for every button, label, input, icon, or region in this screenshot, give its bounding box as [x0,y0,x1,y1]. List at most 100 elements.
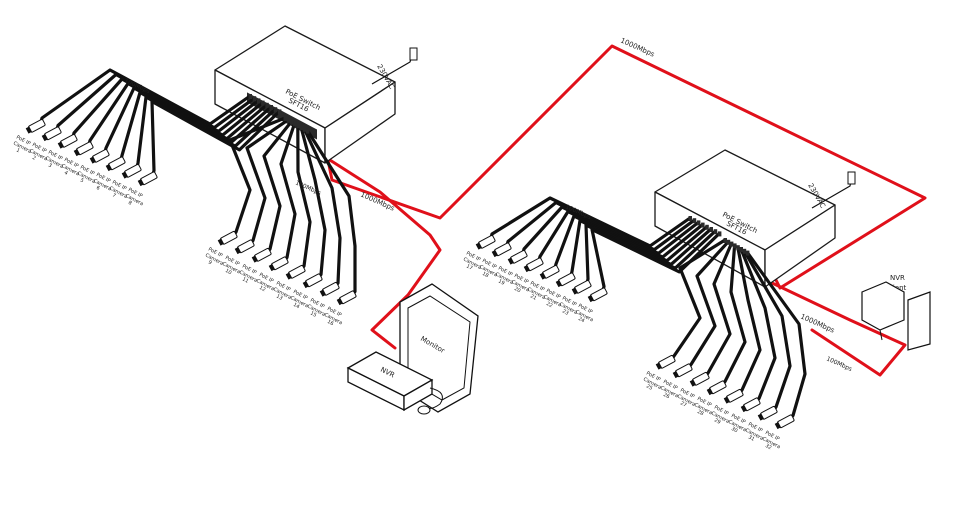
ip-camera [121,163,142,179]
nvr-client-pc: NVR Client [861,274,931,351]
switch-port [745,250,750,256]
switch-port [269,105,273,110]
switch-port [252,96,257,102]
client-label-1: NVR [890,274,905,282]
ip-camera [217,230,238,246]
ip-camera [740,397,761,413]
ip-camera [539,264,560,280]
pc-monitor-icon [861,281,905,331]
ip-camera [137,171,158,187]
ip-camera [302,273,323,289]
camera-number: 32 [764,443,772,451]
ip-camera [757,405,778,421]
ip-camera [555,272,576,288]
camera-number: 19 [497,278,505,286]
camera-lens-icon [137,178,145,187]
camera-lens-icon [41,133,49,142]
switch-port [265,102,269,108]
cam-speed-label-4: 100Mbps [825,355,853,373]
camera-lens-icon [507,257,515,265]
uplink-cables [320,44,927,377]
camera-number: 11 [241,276,249,284]
ip-camera [774,414,795,430]
camera-lens-icon [774,421,782,430]
camera-number: 1 [15,147,21,154]
camera-lens-icon [655,362,663,370]
switch1-power-plug [409,47,418,61]
switch-port [293,121,297,127]
camera-lens-icon [523,264,531,273]
switch-port [261,100,265,106]
switch-port [256,98,261,104]
camera-number: 2 [31,155,37,162]
switch2-power-plug [847,171,856,185]
switch1-nvr-cable [320,153,442,350]
camera-lens-icon [285,272,293,280]
ip-camera [89,148,110,164]
camera-lens-icon [57,141,65,149]
camera-lens-icon [491,249,499,258]
camera-lens-icon [757,413,765,421]
switch-port [701,222,705,228]
camera-lens-icon [121,171,129,179]
inter-switch-cable [324,44,927,290]
camera-number: 4 [63,170,69,177]
ip-camera [655,354,676,370]
camera-number: 5 [79,177,85,184]
ip-camera [706,380,727,396]
cam-speed-label-2: 100Mbps [294,179,322,197]
camera-number: 6 [95,185,101,192]
switch-port [726,239,731,245]
camera-lens-icon [587,294,595,303]
camera-lens-icon [740,404,748,413]
switch-port [305,128,310,134]
nvr-device: NVR [346,351,443,415]
camera-lens-icon [672,370,680,379]
camera-lens-icon [689,379,697,387]
camera-lens-icon [25,126,33,134]
camera-lens-icon [319,289,327,297]
switch-port [289,119,294,125]
ip-camera [723,388,744,404]
camera-lens-icon [268,263,276,272]
ip-camera [73,141,94,157]
switch-port [739,247,743,252]
camera-number: 10 [224,268,232,276]
switch-port [283,116,287,121]
camera-number: 14 [292,302,300,310]
camera-number: 15 [309,310,317,318]
camera-number: 3 [47,162,53,169]
camera-number: 13 [275,293,283,301]
switch-port [296,123,300,129]
ip-camera [25,118,46,134]
ip-camera [571,279,592,295]
ip-camera [285,264,306,280]
camera-number: 25 [645,383,653,391]
ip-camera [475,234,496,250]
camera-number: 18 [481,271,489,279]
switch-port [733,243,737,249]
ip-camera [689,371,710,387]
camera-number: 20 [513,286,521,294]
switch-port [723,238,727,243]
camera-number: 7 [111,192,117,199]
camera-number: 27 [679,400,687,408]
camera-lens-icon [475,242,483,250]
camera-number: 24 [577,316,585,324]
ip-camera [57,133,78,149]
camera-number: 8 [127,200,133,207]
ip-camera [41,126,62,142]
switch1-side [324,81,396,164]
ip-camera [105,156,126,172]
ip-camera [319,281,340,297]
switch-port [729,241,734,247]
camera-number: 12 [258,285,266,293]
camera-number: 23 [561,308,569,316]
ip-camera [507,249,528,265]
ip-camera [268,256,289,272]
switch-port [713,229,718,235]
camera-number: 30 [730,426,738,434]
switch-port [273,107,278,113]
ip-camera [587,287,608,303]
